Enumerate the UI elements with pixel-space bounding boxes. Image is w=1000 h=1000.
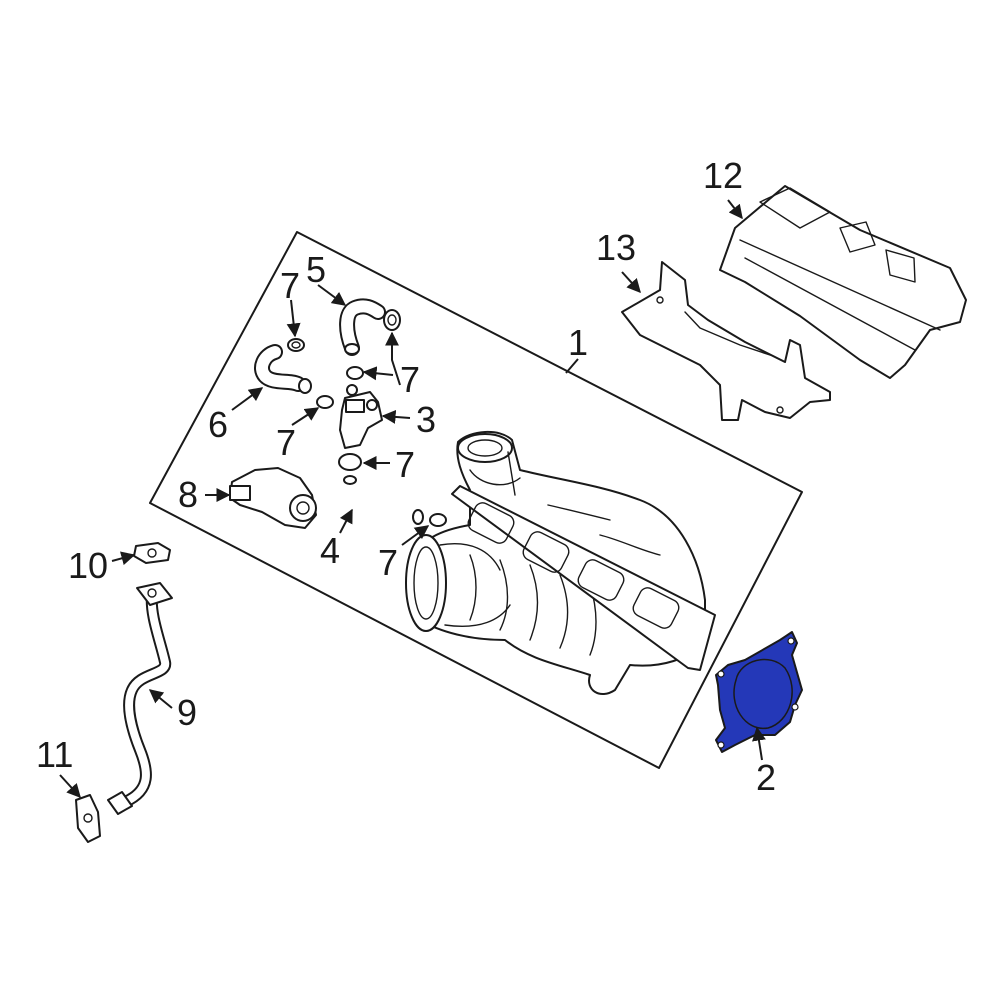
clamp-part-7e[interactable] [338, 453, 362, 471]
heat-shield-part[interactable] [719, 185, 967, 379]
callout-3: 3 [416, 399, 436, 440]
hose-part-4[interactable] [343, 475, 424, 525]
callout-7a: 7 [280, 265, 300, 306]
callout-9: 9 [177, 692, 197, 733]
gasket-part-11[interactable] [75, 794, 101, 843]
callout-7d: 7 [395, 444, 415, 485]
callout-10: 10 [68, 545, 108, 586]
callout-7b: 7 [400, 359, 420, 400]
clamp-part-7d[interactable] [316, 395, 334, 409]
oil-line-part[interactable] [107, 582, 173, 815]
callout-6: 6 [208, 404, 228, 445]
assembly-outline-box [149, 231, 803, 769]
clamp-part-7b[interactable] [383, 309, 401, 331]
callout-2: 2 [756, 757, 776, 798]
hose-part-5[interactable] [339, 298, 386, 356]
callout-7c: 7 [276, 422, 296, 463]
turbocharger-part[interactable] [405, 430, 716, 695]
clamp-part-7a[interactable] [287, 338, 305, 352]
bracket-part[interactable] [621, 261, 831, 421]
callout-13: 13 [596, 227, 636, 268]
hose-part-6[interactable] [254, 344, 312, 394]
clamp-part-7c[interactable] [346, 366, 364, 380]
leader-lines [59, 199, 766, 799]
callout-4: 4 [320, 530, 340, 571]
control-valve-part[interactable] [339, 384, 383, 449]
clamp-part-7f[interactable] [429, 513, 447, 527]
gasket-part-10[interactable] [133, 542, 171, 564]
turbo-gasket-highlighted[interactable] [715, 631, 803, 753]
callout-8: 8 [178, 474, 198, 515]
diverter-valve-part[interactable] [229, 467, 317, 529]
callout-7e: 7 [378, 542, 398, 583]
callout-1: 1 [568, 322, 588, 363]
callout-5: 5 [306, 249, 326, 290]
callout-12: 12 [703, 155, 743, 196]
callout-11: 11 [36, 734, 73, 775]
